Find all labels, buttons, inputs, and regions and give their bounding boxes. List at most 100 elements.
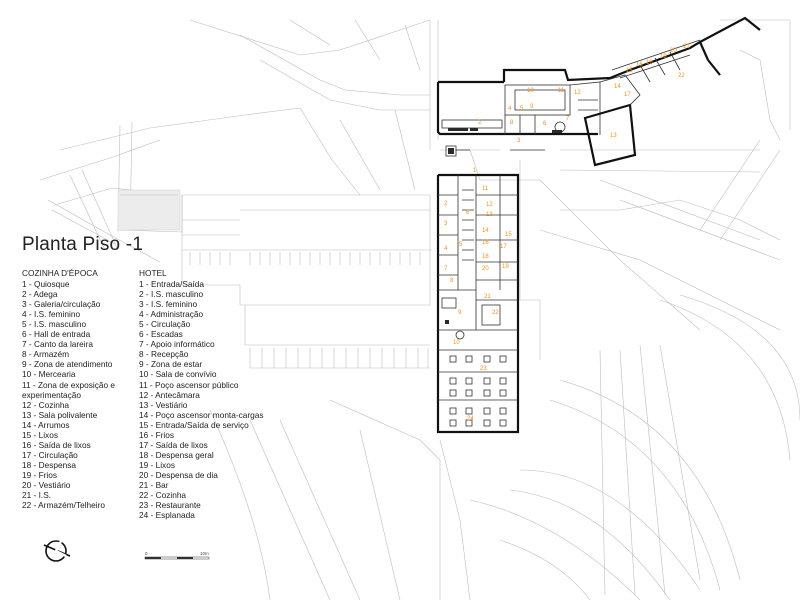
legend-item: 9 - Zona de estar bbox=[139, 359, 203, 370]
legend-heading: COZINHA D'ÉPOCA bbox=[22, 268, 98, 278]
plan-number: 20 bbox=[670, 48, 677, 54]
plan-number: 9 bbox=[458, 310, 462, 316]
legend-item: 4 - I.S. feminino bbox=[22, 309, 81, 320]
plan-number: 1 bbox=[473, 168, 477, 174]
kitchen-room-numbers: 2 3 10 11 12 13 22 4 5 6 7 8 9 14 15 16 … bbox=[478, 44, 690, 144]
plan-number: 5 bbox=[459, 242, 463, 248]
plan-number: 16 bbox=[636, 62, 643, 68]
legend-item: 3 - I.S. feminino bbox=[139, 299, 198, 310]
legend-item: 15 - Lixos bbox=[22, 429, 58, 440]
legend-item: 13 - Vestiário bbox=[139, 399, 188, 410]
plan-number: 7 bbox=[566, 116, 570, 122]
plan-number: 7 bbox=[444, 266, 448, 272]
legend-item: 9 - Zona de atendimento bbox=[22, 359, 113, 370]
legend-item: 22 - Cozinha bbox=[139, 490, 187, 501]
restaurant-tables bbox=[449, 355, 507, 427]
legend-item: 17 - Circulação bbox=[22, 449, 78, 460]
plan-number: 15 bbox=[626, 68, 633, 74]
plan-number: 18 bbox=[646, 60, 653, 66]
plan-number: 21 bbox=[683, 44, 690, 50]
legend-item: 12 - Cozinha bbox=[22, 399, 70, 410]
legend-item: 8 - Recepção bbox=[139, 349, 189, 360]
legend-item: 22 - Armazém/Telheiro bbox=[22, 500, 106, 511]
legend-item: 11 - Poço ascensor público bbox=[139, 379, 239, 390]
plan-number: 18 bbox=[482, 254, 489, 260]
plan-number: 13 bbox=[610, 133, 617, 139]
plan-number: 3 bbox=[444, 221, 448, 227]
plan-number: 13 bbox=[486, 212, 493, 218]
plan-number: 8 bbox=[510, 120, 514, 126]
plan-number: 10 bbox=[453, 340, 460, 346]
plan-number: 19 bbox=[660, 54, 667, 60]
legend-item: 21 - Bar bbox=[139, 479, 169, 490]
legend-item: 6 - Hall de entrada bbox=[22, 329, 91, 340]
legend-item: 6 - Escadas bbox=[139, 329, 183, 340]
plan-number: 19 bbox=[502, 264, 509, 270]
plan-number: 24 bbox=[467, 416, 474, 422]
plan-number: 2 bbox=[444, 201, 448, 207]
plan-number: 20 bbox=[482, 266, 489, 272]
legend-item: 18 - Despensa geral bbox=[139, 449, 214, 460]
kitchen-building-walls bbox=[436, 16, 761, 167]
legend-item: 13 - Sala polivalente bbox=[22, 409, 98, 420]
plan-number: 17 bbox=[500, 244, 507, 250]
legend-item: 20 - Despensa de dia bbox=[139, 469, 218, 480]
plan-number: 6 bbox=[543, 121, 547, 127]
plan-number: 14 bbox=[614, 84, 621, 90]
hotel-building-walls bbox=[436, 173, 520, 434]
legend-item: 5 - I.S. masculino bbox=[22, 319, 87, 330]
plan-number: 22 bbox=[678, 73, 685, 79]
legend-item: 14 - Arrumos bbox=[22, 419, 70, 430]
scale-max-label: 10m bbox=[200, 551, 209, 556]
plan-number: 15 bbox=[505, 232, 512, 238]
legend-item: 17 - Saída de lixos bbox=[139, 439, 208, 450]
legend-item: 2 - I.S. masculino bbox=[139, 289, 204, 300]
legend-item: 23 - Restaurante bbox=[139, 500, 201, 511]
plan-number: 11 bbox=[482, 186, 489, 192]
plan-number: 8 bbox=[450, 278, 454, 284]
site-context-lines bbox=[39, 19, 800, 600]
legend-item: 2 - Adega bbox=[22, 289, 58, 300]
legend-item: 19 - Lixos bbox=[139, 459, 175, 470]
legend-item: 11 - Zona de exposição e experimentação bbox=[22, 379, 116, 400]
scale-bar bbox=[144, 556, 210, 560]
legend-item: 8 - Armazém bbox=[22, 349, 70, 360]
legend-item: 15 - Entrada/Saída de serviço bbox=[139, 419, 249, 430]
hotel-room-numbers: 1 2 3 4 5 6 7 8 9 10 11 12 13 14 15 16 1… bbox=[444, 168, 512, 422]
legend-item: 14 - Poço ascensor monta-cargas bbox=[139, 409, 264, 420]
plan-number: 21 bbox=[484, 294, 491, 300]
legend-item: 20 - Vestiário bbox=[22, 479, 71, 490]
legend-item: 10 - Mercearia bbox=[22, 369, 76, 380]
legend-item: 3 - Galeria/circulação bbox=[22, 299, 101, 310]
plan-number: 2 bbox=[478, 120, 482, 126]
stall-row-upper bbox=[189, 252, 421, 265]
plan-number: 11 bbox=[558, 88, 565, 94]
north-arrow-icon bbox=[43, 540, 71, 562]
plan-number: 17 bbox=[624, 92, 631, 98]
plan-number: 23 bbox=[480, 366, 487, 372]
plan-number: 4 bbox=[508, 106, 512, 112]
legend-item: 1 - Entrada/Saída bbox=[139, 279, 205, 290]
legend-item: 16 - Saída de lixos bbox=[22, 439, 91, 450]
legend-item: 16 - Frios bbox=[139, 429, 175, 440]
legend-item: 19 - Frios bbox=[22, 469, 58, 480]
legend-item: 4 - Administração bbox=[139, 309, 204, 320]
plan-number: 5 bbox=[520, 106, 524, 112]
plan-number: 12 bbox=[574, 90, 581, 96]
plan-number: 9 bbox=[530, 104, 534, 110]
legend-item: 24 - Esplanada bbox=[139, 510, 195, 521]
scale-zero-label: 0 bbox=[145, 551, 148, 556]
plan-number: 16 bbox=[482, 240, 489, 246]
legend-heading: HOTEL bbox=[139, 268, 167, 278]
plan-number: 10 bbox=[527, 88, 534, 94]
legend-item: 5 - Circulação bbox=[139, 319, 191, 330]
plan-title: Planta Piso -1 bbox=[22, 234, 144, 255]
plan-number: 6 bbox=[466, 210, 470, 216]
legend-item: 12 - Antecâmara bbox=[139, 389, 200, 400]
stall-row-lower bbox=[249, 348, 429, 368]
